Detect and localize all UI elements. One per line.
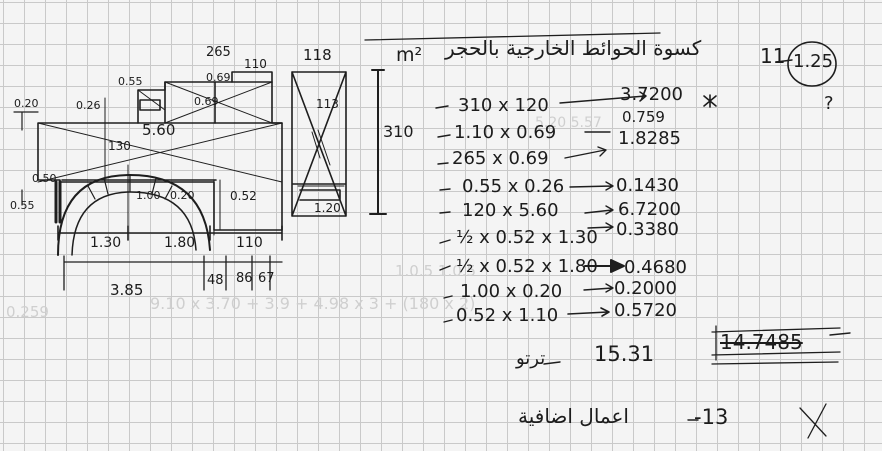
question-mark: ? bbox=[824, 93, 834, 114]
calc-result-5: 6.7200 bbox=[618, 199, 681, 220]
dim-130-bottom: 1.30 bbox=[90, 235, 122, 251]
arrow-1 bbox=[559, 91, 647, 104]
totals-sum: 14.7485 bbox=[720, 330, 803, 354]
dim-line-main bbox=[57, 225, 283, 241]
calc-expr-5: 120 x 5.60 bbox=[462, 200, 559, 221]
calc-result-6: 0.3380 bbox=[616, 219, 679, 240]
dim-050: 0.50 bbox=[32, 172, 57, 185]
x-mark bbox=[799, 403, 827, 439]
arabic-title: كسوة الحوائط الخارجية بالحجر bbox=[445, 36, 702, 60]
item-dash bbox=[775, 59, 793, 63]
thick-edge bbox=[54, 180, 62, 224]
circled-value-ring bbox=[787, 41, 837, 87]
dim-110-bottom: 110 bbox=[236, 235, 263, 251]
dim-line-long bbox=[63, 255, 283, 291]
dim-069a: 0.69 bbox=[206, 71, 231, 84]
dim-052: 0.52 bbox=[230, 189, 257, 203]
dim-180: 1.80 bbox=[164, 235, 196, 251]
dim-310: 310 bbox=[383, 122, 414, 141]
arch-rays bbox=[87, 174, 173, 200]
facade-inner-line bbox=[61, 122, 283, 181]
cross-lines bbox=[37, 81, 283, 183]
calc-result-8: 0.2000 bbox=[614, 278, 677, 299]
sum-box-lines bbox=[711, 325, 841, 365]
dim-67: 67 bbox=[258, 271, 275, 286]
calc-result-4: 0.1430 bbox=[616, 175, 679, 196]
arrow-9 bbox=[567, 307, 610, 317]
dim-020: 0.20 bbox=[14, 97, 39, 110]
arrow-5 bbox=[584, 205, 614, 215]
calc-result-9: 0.5720 bbox=[614, 300, 677, 321]
calc-expr-1: 310 x 120 bbox=[458, 95, 549, 116]
dim-113: 113 bbox=[316, 97, 339, 111]
dim-055: 0.55 bbox=[118, 75, 143, 88]
asterisk-mark bbox=[703, 94, 717, 108]
ghost-formula: 9.10 x 3.70 + 3.9 + 4.98 x 3 + (180 x 2) bbox=[150, 294, 476, 313]
totals-dash bbox=[543, 361, 561, 365]
footer-arabic-text: اعمال اضافية bbox=[518, 404, 629, 428]
calc-expr-3: 265 x 0.69 bbox=[452, 148, 549, 169]
totals-label: ترتو bbox=[516, 348, 546, 369]
dim-120: 1.20 bbox=[314, 201, 341, 215]
calc-result-1: 3.7200 bbox=[620, 84, 683, 105]
ghost-faint-values: 5.20 5.57 bbox=[535, 115, 602, 131]
dim-560: 5.60 bbox=[142, 121, 176, 139]
calc-expr-2: 1.10 x 0.69 bbox=[454, 122, 557, 143]
dim-026: 0.26 bbox=[76, 99, 101, 112]
dim-055b: 0.55 bbox=[10, 199, 35, 212]
item-number: 11 bbox=[760, 44, 786, 68]
dim-top-265: 265 bbox=[206, 45, 231, 60]
ghost-left-number: 0.259 bbox=[6, 303, 49, 321]
calc-expr-8: 1.00 x 0.20 bbox=[460, 281, 563, 302]
calc-expr-6: ½ x 0.52 x 1.30 bbox=[456, 227, 598, 248]
dim-385: 3.85 bbox=[110, 281, 144, 299]
circled-value: 1.25 bbox=[793, 51, 834, 72]
arrow-6 bbox=[587, 222, 614, 232]
calc-expr-7: ½ x 0.52 x 1.80 bbox=[456, 256, 598, 277]
dim-310 bbox=[369, 69, 387, 215]
dim-top-118: 118 bbox=[303, 46, 332, 64]
ghost-faint-numbers: 1.0.5 1.0.5 bbox=[395, 262, 477, 280]
upper-boxes bbox=[139, 71, 273, 124]
left-ticks bbox=[13, 111, 39, 206]
dim-48: 48 bbox=[207, 273, 224, 288]
dim-86: 86 bbox=[236, 271, 253, 286]
unit-label: m² bbox=[396, 44, 423, 66]
dim-069b: 0.69 bbox=[194, 95, 219, 108]
centre-lines bbox=[104, 97, 221, 236]
totals-value: 15.31 bbox=[594, 342, 655, 366]
side-hatch bbox=[297, 129, 345, 187]
footer-number: -13 bbox=[694, 405, 729, 429]
dim-top-110: 110 bbox=[244, 57, 267, 71]
dim-100: 1.00 bbox=[136, 189, 161, 202]
sum-dash bbox=[829, 332, 851, 336]
arrow-8 bbox=[583, 283, 614, 293]
leading-dashes bbox=[435, 105, 453, 323]
calc-expr-9: 0.52 x 1.10 bbox=[456, 305, 559, 326]
dim-020b: 0.20 bbox=[170, 189, 195, 202]
side-elevation bbox=[291, 71, 347, 217]
calc-result-7: 0.4680 bbox=[624, 257, 687, 278]
extra-result: 0.759 bbox=[622, 108, 665, 126]
calc-expr-4: 0.55 x 0.26 bbox=[462, 176, 565, 197]
arrow-7 bbox=[584, 259, 625, 273]
arrow-3 bbox=[564, 146, 607, 159]
dim-130-inner: 130 bbox=[108, 139, 131, 153]
calc-result-2: 1.8285 bbox=[618, 128, 681, 149]
header-underline bbox=[364, 32, 661, 41]
arrow-4 bbox=[569, 181, 614, 191]
